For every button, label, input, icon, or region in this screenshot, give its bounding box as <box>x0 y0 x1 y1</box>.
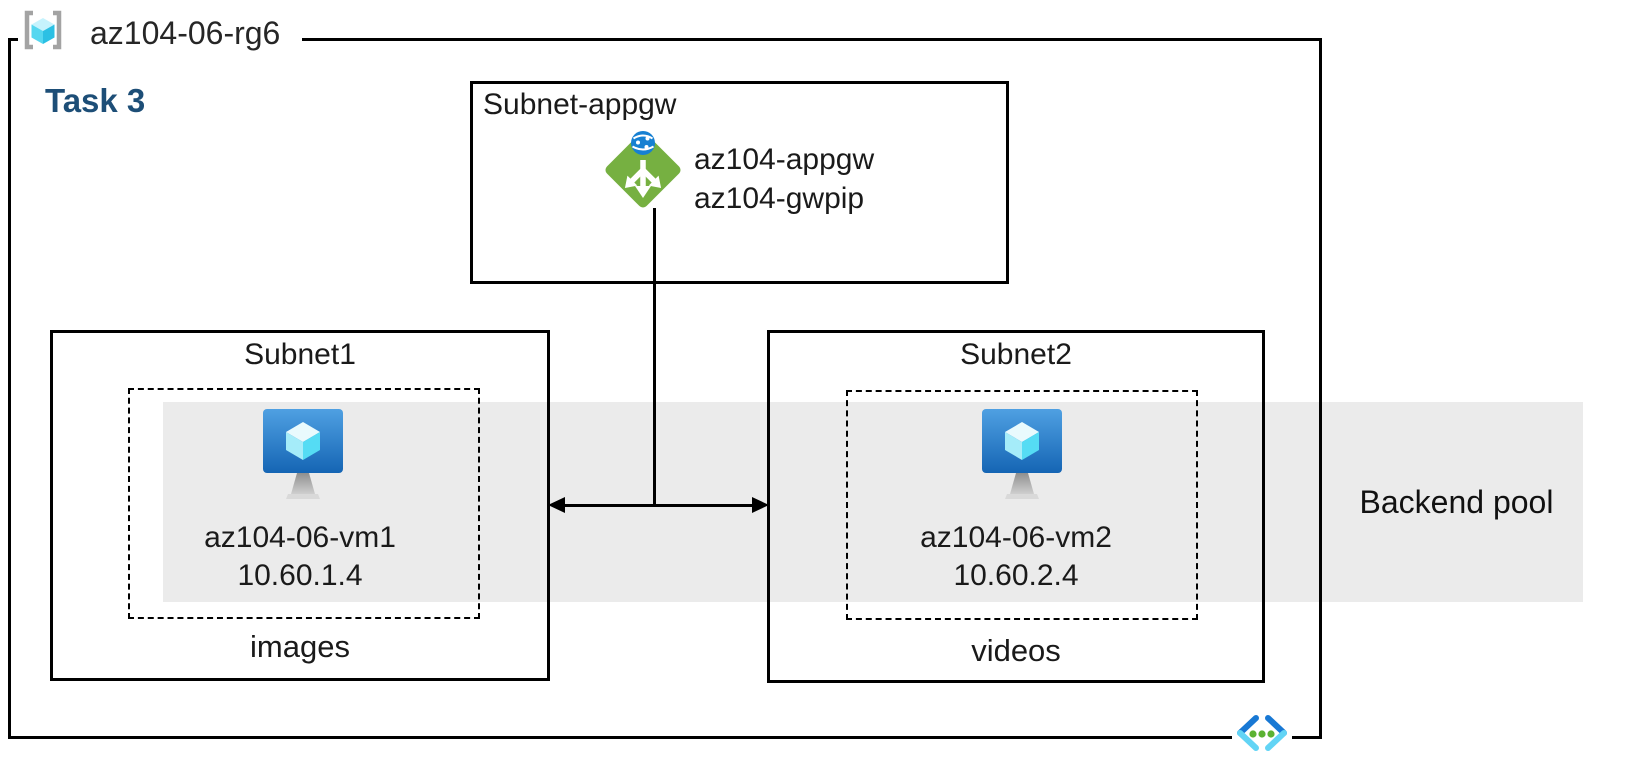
application-gateway-name: az104-appgw <box>694 143 875 176</box>
resource-group-box <box>8 38 1322 739</box>
task-label: Task 3 <box>45 82 146 119</box>
subnet2-caption: videos <box>971 633 1061 668</box>
backend-pool-band <box>163 402 1583 602</box>
subnet2-backend-dashed-box <box>846 390 1198 620</box>
vm-icon <box>982 409 1062 499</box>
arrowhead-right-icon <box>752 497 769 513</box>
vm2-name: az104-06-vm2 <box>920 521 1112 554</box>
backend-pool-label: Backend pool <box>1359 483 1554 520</box>
gateway-connector-line <box>653 208 656 506</box>
vm2-ip: 10.60.2.4 <box>953 559 1079 592</box>
vm1-name: az104-06-vm1 <box>204 521 396 554</box>
subnet-appgw-title: Subnet-appgw <box>483 88 677 121</box>
virtual-network-icon <box>1237 715 1287 751</box>
resource-group-border-gap <box>18 35 302 44</box>
subnet2-title: Subnet2 <box>960 338 1072 371</box>
subnet-connector-line <box>560 504 756 507</box>
subnet1-backend-dashed-box <box>128 388 480 619</box>
subnet1-title: Subnet1 <box>244 338 356 371</box>
subnet2-box: Subnet2 az104-06-vm2 10.60.2.4 videos <box>767 330 1265 683</box>
arrowhead-left-icon <box>548 497 565 513</box>
vnet-border-gap <box>1232 734 1292 744</box>
resource-group-icon <box>24 10 62 50</box>
subnet1-caption: images <box>250 629 350 664</box>
vm1-ip: 10.60.1.4 <box>237 559 363 592</box>
gateway-public-ip-name: az104-gwpip <box>694 182 865 215</box>
subnet1-box: Subnet1 az104-06-vm1 10.60.1.4 images <box>50 330 550 681</box>
vm-icon <box>263 409 343 499</box>
application-gateway-labels: az104-appgw az104-gwpip <box>694 140 874 218</box>
subnet-appgw-box <box>470 81 1009 284</box>
resource-group-name: az104-06-rg6 <box>90 15 281 51</box>
application-gateway-icon <box>605 131 681 208</box>
